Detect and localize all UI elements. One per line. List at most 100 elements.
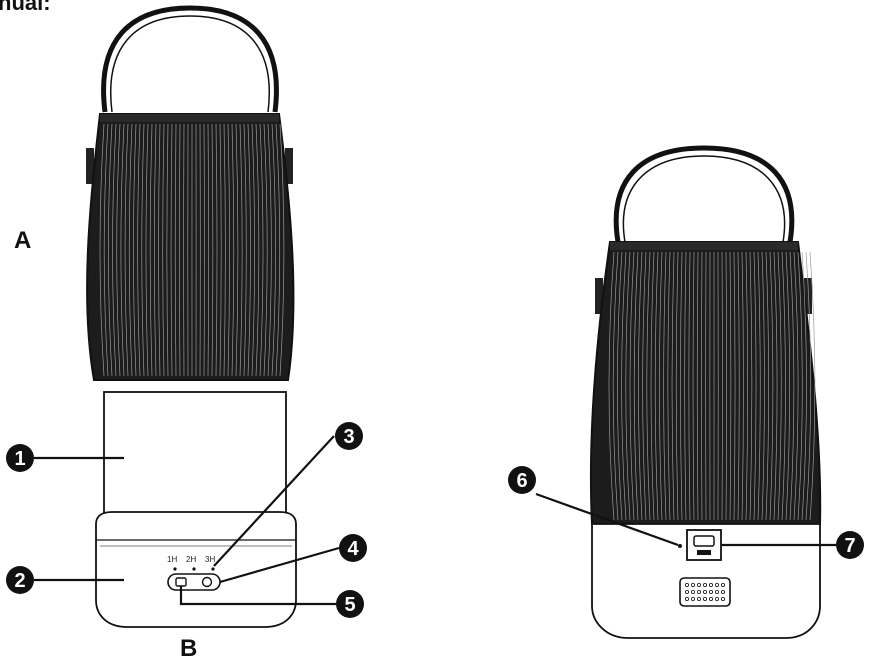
timer-1h: 1H bbox=[167, 555, 177, 564]
shade-rib bbox=[675, 251, 679, 521]
timer-button[interactable] bbox=[201, 576, 213, 588]
shade-rib bbox=[235, 123, 239, 377]
speaker-grille bbox=[679, 577, 731, 607]
shade-rib bbox=[773, 251, 778, 521]
shade-rib bbox=[153, 123, 157, 377]
shade-rib bbox=[141, 123, 145, 377]
shade-rib bbox=[725, 251, 728, 521]
shade-rib bbox=[733, 251, 736, 521]
shade-rib bbox=[801, 251, 807, 521]
shade-rib bbox=[149, 123, 153, 377]
led-2h bbox=[192, 567, 196, 571]
grille-hole bbox=[709, 590, 714, 595]
grille-hole bbox=[697, 597, 702, 602]
shade-rib bbox=[696, 251, 699, 521]
grille-hole bbox=[715, 597, 720, 602]
svg-text:4: 4 bbox=[347, 538, 359, 560]
shade-rib bbox=[174, 123, 177, 377]
shade-rib bbox=[227, 123, 230, 377]
left-handle bbox=[101, 5, 279, 113]
usb-port[interactable] bbox=[693, 535, 715, 547]
svg-text:2: 2 bbox=[14, 570, 25, 592]
shade-rib bbox=[170, 123, 173, 377]
shade-rib bbox=[646, 251, 651, 521]
left-clip-l bbox=[86, 148, 94, 184]
shade-rib bbox=[625, 251, 631, 521]
charge-indicator bbox=[678, 544, 682, 548]
left-clip-r bbox=[285, 148, 293, 184]
svg-text:7: 7 bbox=[844, 535, 855, 557]
callout-1: 1 bbox=[6, 444, 34, 472]
shade-rib bbox=[231, 123, 235, 377]
shade-rib bbox=[251, 123, 256, 377]
lantern-exploded: 1H 2H 3H bbox=[34, 5, 340, 628]
shade-rib bbox=[223, 123, 226, 377]
shade-rib bbox=[279, 123, 285, 377]
shade-rib bbox=[215, 123, 218, 377]
right-clip-l bbox=[595, 278, 603, 314]
shade-rib bbox=[761, 251, 765, 521]
shade-rib bbox=[684, 251, 687, 521]
grille-hole bbox=[721, 597, 726, 602]
shade-rib bbox=[663, 251, 667, 521]
shade-rib bbox=[701, 251, 703, 521]
grille-hole bbox=[685, 590, 690, 595]
shade-rib bbox=[243, 123, 247, 377]
shade-rib bbox=[785, 251, 791, 521]
callout-5: 5 bbox=[336, 590, 364, 618]
shade-rib bbox=[617, 251, 623, 521]
lantern-assembled bbox=[535, 145, 836, 639]
shade-rib bbox=[753, 251, 757, 521]
shade-rib bbox=[749, 251, 753, 521]
grille-hole bbox=[703, 590, 708, 595]
shade-rib bbox=[757, 251, 761, 521]
timer-2h: 2H bbox=[186, 555, 196, 564]
label-a: A bbox=[14, 227, 31, 254]
callout-7: 7 bbox=[836, 531, 864, 559]
grille-hole bbox=[703, 583, 708, 588]
led-3h bbox=[211, 567, 215, 571]
shade-rib bbox=[777, 251, 782, 521]
grille-hole bbox=[715, 590, 720, 595]
callout-2: 2 bbox=[6, 566, 34, 594]
grille-hole bbox=[697, 583, 702, 588]
shade-rib bbox=[275, 123, 281, 377]
grille-hole bbox=[709, 597, 714, 602]
shade-rib bbox=[128, 123, 133, 377]
shade-rib bbox=[692, 251, 695, 521]
shade-rib bbox=[765, 251, 770, 521]
shade-rib bbox=[259, 123, 264, 377]
shade-rib bbox=[638, 251, 643, 521]
shade-rib bbox=[108, 123, 113, 377]
grille-hole bbox=[685, 597, 690, 602]
shade-rib bbox=[680, 251, 683, 521]
shade-rib bbox=[267, 123, 272, 377]
shade-rib bbox=[179, 123, 181, 377]
inner-cylinder bbox=[103, 391, 287, 521]
shade-rib bbox=[247, 123, 251, 377]
label-b: B bbox=[180, 635, 197, 659]
grille-hole bbox=[691, 597, 696, 602]
shade-rib bbox=[133, 123, 137, 377]
shade-rib bbox=[621, 251, 627, 521]
grille-hole bbox=[703, 597, 708, 602]
callout-3: 3 bbox=[335, 422, 363, 450]
grille-holes bbox=[685, 583, 726, 602]
shade-rib bbox=[145, 123, 149, 377]
shade-rib bbox=[650, 251, 655, 521]
left-shade bbox=[86, 113, 295, 381]
timer-3h: 3H bbox=[205, 555, 215, 564]
shade-rib bbox=[797, 251, 803, 521]
shade-rib bbox=[162, 123, 165, 377]
shade-rib bbox=[654, 251, 659, 521]
callout-4: 4 bbox=[339, 534, 367, 562]
shade-rib bbox=[112, 123, 117, 377]
shade-rib bbox=[667, 251, 671, 521]
shade-rib bbox=[211, 123, 214, 377]
svg-text:5: 5 bbox=[344, 594, 355, 616]
header-fragment: nual: bbox=[0, 0, 51, 15]
grille-hole bbox=[721, 583, 726, 588]
shade-rib bbox=[729, 251, 732, 521]
svg-text:3: 3 bbox=[343, 426, 354, 448]
